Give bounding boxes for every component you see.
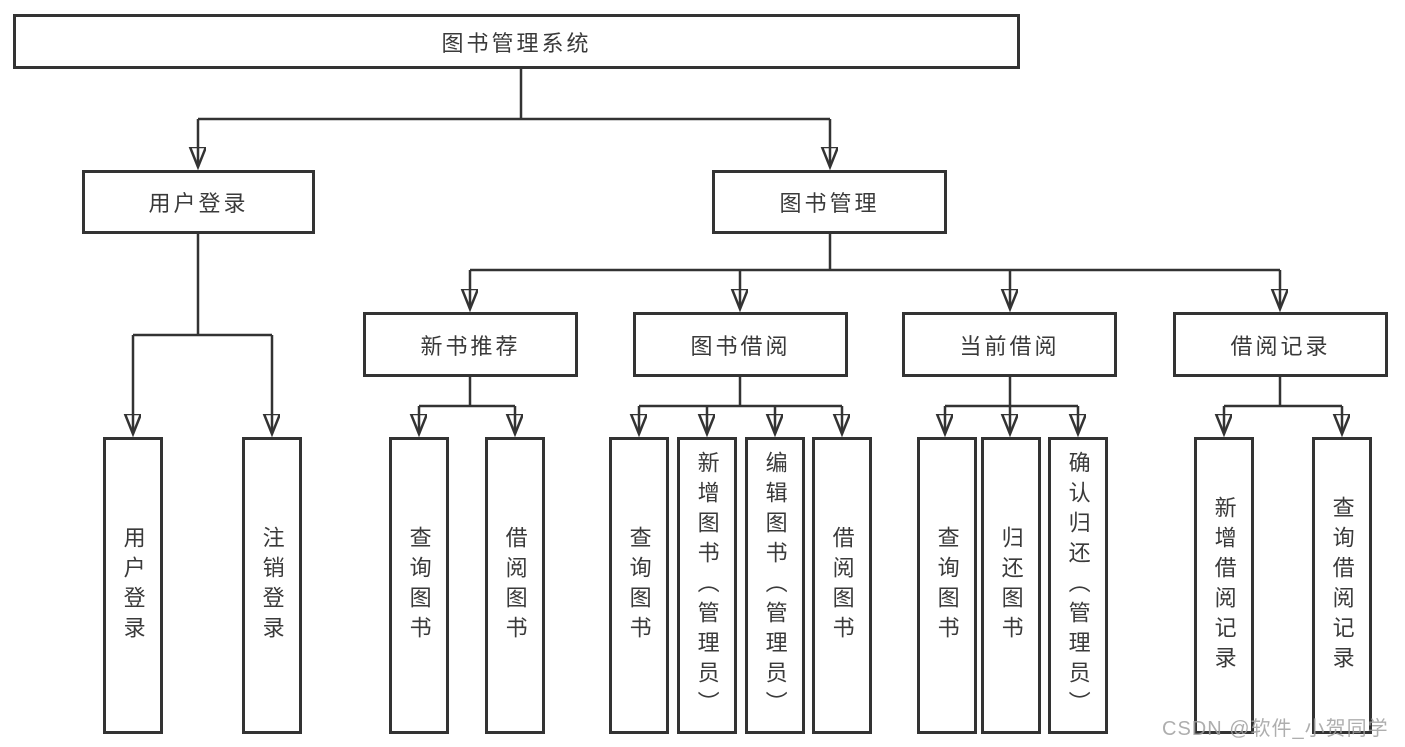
leaf-label: 注销登录 [259, 525, 285, 646]
leaf-borrow-books-borrowing: 借阅图书 [812, 437, 872, 734]
leaf-add-borrow-record: 新增借阅记录 [1194, 437, 1254, 734]
leaf-borrow-books-recommend: 借阅图书 [485, 437, 545, 734]
node-book-borrowing: 图书借阅 [633, 312, 848, 377]
leaf-label: 借阅图书 [829, 525, 855, 646]
edges-root-to-level2 [198, 69, 830, 167]
leaf-query-books-borrowing: 查询图书 [609, 437, 669, 734]
csdn-watermark: CSDN @软件_小贺同学 [1162, 718, 1389, 740]
leaf-label: 查询图书 [934, 525, 960, 646]
leaf-label: 归还图书 [998, 525, 1024, 646]
leaf-label: 查询图书 [406, 525, 432, 646]
edges-user-login-children [133, 234, 272, 434]
node-new-book-recommend: 新书推荐 [363, 312, 578, 377]
leaf-logout: 注销登录 [242, 437, 302, 734]
leaf-label: 新增借阅记录 [1211, 495, 1237, 676]
edges-book-mgmt-to-level3 [470, 234, 1280, 309]
leaf-query-books-recommend: 查询图书 [389, 437, 449, 734]
leaf-label: 新增图书（管理员） [694, 450, 720, 721]
node-book-management-module: 图书管理 [712, 170, 947, 234]
leaf-edit-books-admin: 编辑图书（管理员） [745, 437, 805, 734]
leaf-label: 用户登录 [120, 525, 146, 646]
edges-level3-to-level4 [419, 377, 1342, 434]
leaf-label: 查询借阅记录 [1329, 495, 1355, 676]
leaf-query-books-current: 查询图书 [917, 437, 977, 734]
leaf-query-borrow-record: 查询借阅记录 [1312, 437, 1372, 734]
node-current-borrowing: 当前借阅 [902, 312, 1117, 377]
leaf-add-books-admin: 新增图书（管理员） [677, 437, 737, 734]
leaf-confirm-return-admin: 确认归还（管理员） [1048, 437, 1108, 734]
leaf-user-login: 用户登录 [103, 437, 163, 734]
node-root-book-management-system: 图书管理系统 [13, 14, 1020, 69]
node-user-login-module: 用户登录 [82, 170, 315, 234]
node-borrowing-records: 借阅记录 [1173, 312, 1388, 377]
leaf-label: 借阅图书 [502, 525, 528, 646]
leaf-label: 查询图书 [626, 525, 652, 646]
leaf-return-books: 归还图书 [981, 437, 1041, 734]
leaf-label: 确认归还（管理员） [1065, 450, 1091, 721]
leaf-label: 编辑图书（管理员） [762, 450, 788, 721]
